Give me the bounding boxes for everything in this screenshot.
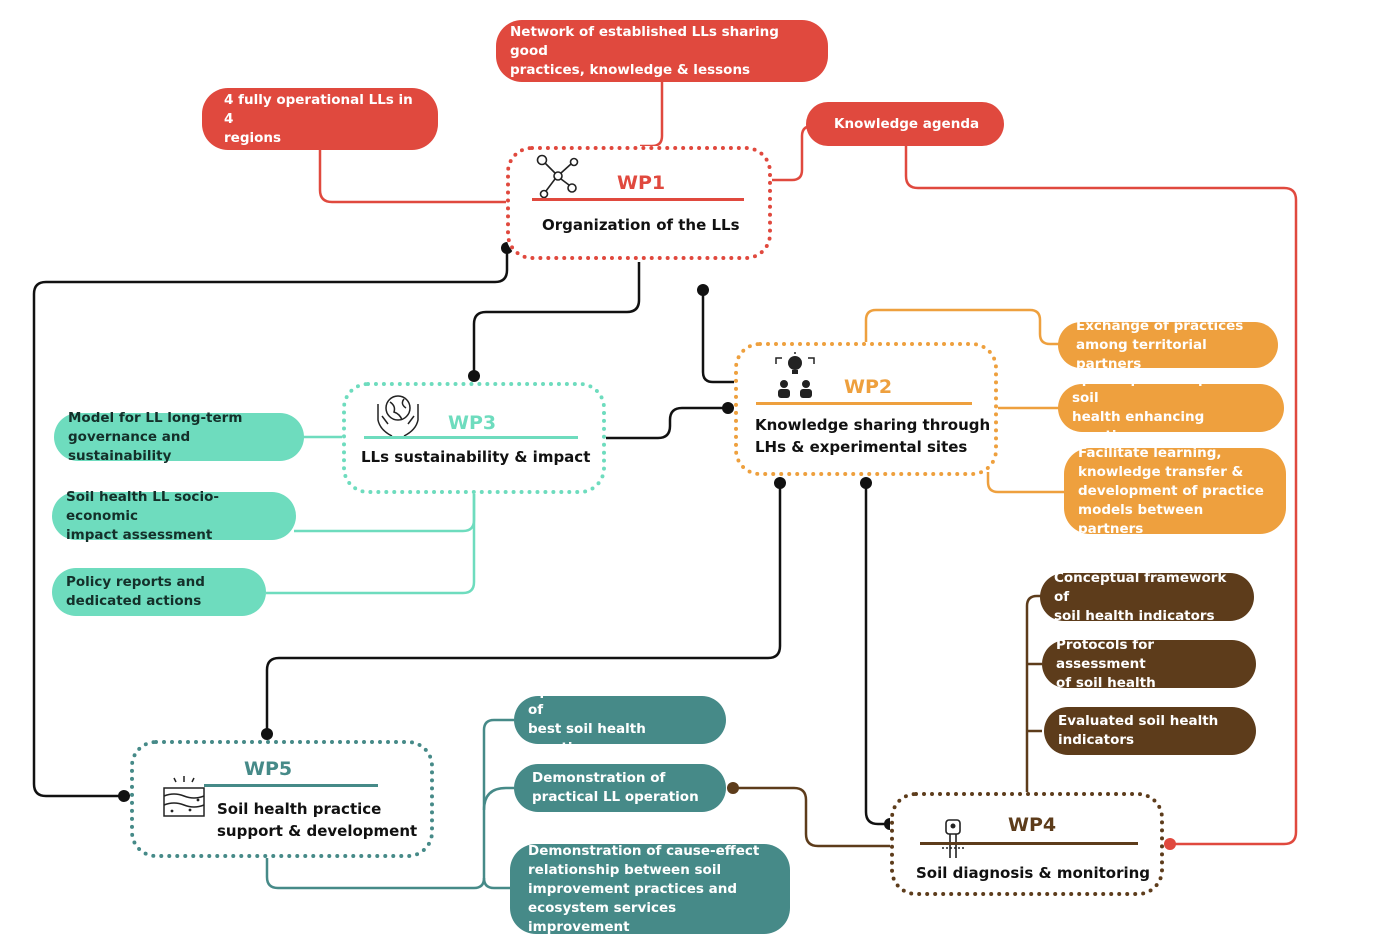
wp2-title-underline	[756, 402, 972, 405]
endpoint-dot	[1164, 838, 1176, 850]
wp2-title: WP2	[844, 376, 893, 398]
wp1-subtitle: Organization of the LLs	[542, 216, 740, 234]
endpoint-dot	[261, 728, 273, 740]
wp1-link-network	[640, 82, 664, 148]
wp5-title-underline	[204, 784, 378, 787]
wp5-output-demo-cause-effect: Demonstration of cause-effect relationsh…	[510, 843, 790, 935]
wp5-output-open-database: Open access database of best soil health…	[514, 683, 726, 756]
link-wp1-wp2	[701, 290, 736, 384]
wp4-link-demo-practical	[733, 786, 892, 848]
wp5-output-demo-practical: Demonstration of practical LL operation	[514, 764, 726, 812]
wp5-link-demo-cause	[482, 877, 510, 890]
wp3-output-governance-model: Model for LL long-term governance and su…	[54, 410, 304, 464]
wp1-link-knowledge-agenda	[770, 124, 813, 182]
wp1-link-knowledge-agenda-to-wp4	[904, 146, 1298, 846]
wp4-output-protocols: Protocols for assessment of soil health	[1042, 637, 1256, 691]
endpoint-dot	[118, 790, 130, 802]
wp1-link-operational	[318, 150, 506, 204]
wp4-output-conceptual-framework: Conceptual framework of soil health indi…	[1040, 570, 1254, 624]
wp4-box: WP4 Soil diagnosis & monitoring	[890, 792, 1164, 896]
wp5-subtitle: Soil health practice support & developme…	[217, 800, 418, 840]
wp5-title: WP5	[244, 758, 293, 780]
wp5-link-bundle	[265, 718, 514, 890]
link-wp1-wp5	[32, 248, 509, 798]
endpoint-dot	[774, 477, 786, 489]
wp2-subtitle: Knowledge sharing through LHs & experime…	[755, 416, 991, 456]
endpoint-dot	[697, 284, 709, 296]
wp2-link-facilitate	[986, 472, 1066, 494]
wp2-output-exchange: Exchange of practices among territorial …	[1058, 318, 1278, 372]
wp2-box: WP2 Knowledge sharing through LHs & expe…	[734, 342, 998, 476]
wp1-title-underline	[532, 198, 744, 201]
wp3-link-impact	[294, 492, 476, 533]
wp3-link-policy	[266, 492, 476, 595]
wp4-link-outputs	[1025, 594, 1042, 793]
endpoint-dot	[722, 402, 734, 414]
wp3-output-impact-assessment: Soil health LL socio-economic impact ass…	[52, 489, 296, 543]
wp2-link-exchange	[864, 308, 1060, 346]
wp3-title-underline	[364, 436, 578, 439]
wp4-output-evaluated-indicators: Evaluated soil health indicators	[1044, 707, 1256, 755]
wp1-title: WP1	[617, 172, 666, 194]
wp1-output-network: Network of established LLs sharing good …	[496, 20, 828, 82]
wp3-title: WP3	[448, 412, 497, 434]
endpoint-dot	[860, 477, 872, 489]
wp2-output-spark-uptake: Spark uptake of proven soil health enhan…	[1058, 371, 1284, 444]
endpoint-dot	[727, 782, 739, 794]
soil-layers-icon	[163, 776, 205, 817]
wp1-box: WP1 Organization of the LLs	[506, 146, 772, 260]
soil-probe-icon	[942, 819, 964, 858]
wp3-subtitle: LLs sustainability & impact	[361, 448, 591, 466]
wp4-title-underline	[920, 842, 1138, 845]
wp4-title: WP4	[1008, 814, 1057, 836]
link-wp1-wp3	[472, 262, 641, 374]
network-icon	[536, 154, 579, 199]
wp3-box: WP3 LLs sustainability & impact	[342, 382, 606, 494]
wp4-subtitle: Soil diagnosis & monitoring	[916, 864, 1151, 882]
wp1-output-knowledge-agenda: Knowledge agenda	[806, 102, 1004, 146]
wp5-box: WP5 Soil health practice support & devel…	[130, 740, 434, 858]
wp1-output-operational-lls: 4 fully operational LLs in 4 regions	[202, 88, 438, 150]
wp3-output-policy-reports: Policy reports and dedicated actions	[52, 568, 266, 616]
link-wp2-wp5	[265, 483, 782, 734]
endpoint-dot	[468, 370, 480, 382]
hands-globe-icon	[377, 395, 419, 437]
link-wp2-wp4	[864, 483, 890, 826]
wp2-output-facilitate: Facilitate learning, knowledge transfer …	[1064, 445, 1286, 537]
wp5-link-demo-practical	[482, 786, 514, 811]
idea-sharing-icon	[775, 352, 815, 398]
link-wp3-wp2	[606, 406, 728, 440]
